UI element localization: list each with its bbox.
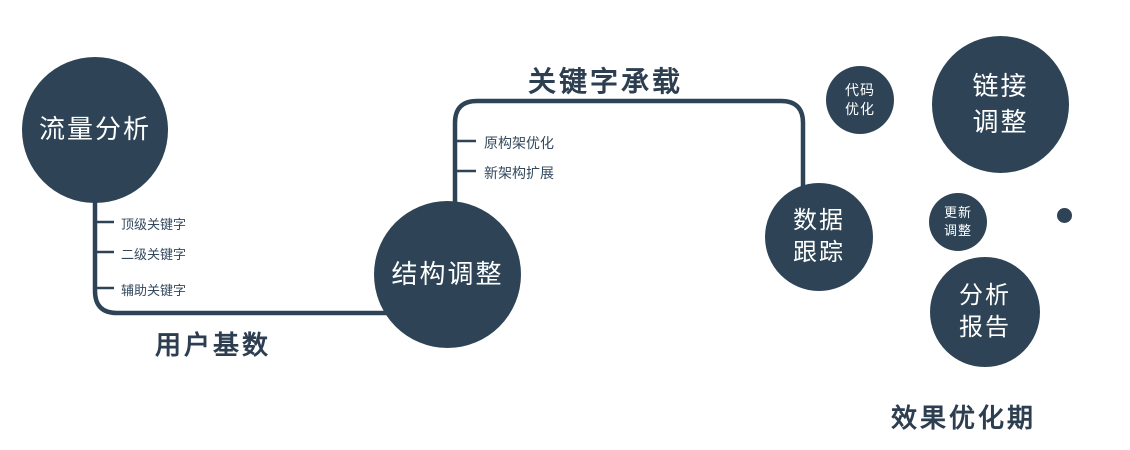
edge-label-keyword-load: 关键字承载	[528, 66, 684, 97]
node-code-line2: 优化	[845, 101, 875, 117]
node-update-line2: 调整	[943, 223, 972, 238]
node-code-optimize: 代码 优化	[826, 66, 894, 134]
node-link-line2: 调整	[972, 106, 1029, 137]
node-report-line2: 报告	[959, 314, 1011, 341]
node-code-line1: 代码	[845, 82, 875, 99]
node-update-adjust: 更新 调整	[929, 193, 987, 251]
node-traffic-label: 流量分析	[38, 114, 151, 145]
node-tracking-line2: 跟踪	[793, 239, 845, 266]
node-analysis-report: 分析 报告	[930, 257, 1040, 367]
node-data-tracking: 数据 跟踪	[765, 183, 873, 291]
branch-second-keyword: 二级关键字	[121, 247, 187, 262]
node-structure-adjust: 结构调整	[374, 201, 521, 348]
edge-label-user-base: 用户基数	[155, 330, 272, 360]
node-traffic-analysis: 流量分析	[22, 57, 168, 203]
node-link-line1: 链接	[972, 71, 1029, 102]
branch-arch-optimize: 原构架优化	[484, 135, 554, 151]
node-report-line1: 分析	[959, 281, 1011, 309]
dot-marker	[1057, 208, 1072, 223]
node-update-line1: 更新	[943, 205, 972, 221]
branch-aux-keyword: 辅助关键字	[121, 283, 187, 298]
node-link-adjust: 链接 调整	[932, 36, 1069, 173]
label-effect-phase: 效果优化期	[891, 403, 1037, 433]
node-tracking-line1: 数据	[793, 206, 845, 234]
branch-top-keyword: 顶级关键字	[121, 217, 187, 232]
node-structure-label: 结构调整	[391, 258, 504, 289]
branch-arch-expand: 新架构扩展	[484, 165, 554, 181]
